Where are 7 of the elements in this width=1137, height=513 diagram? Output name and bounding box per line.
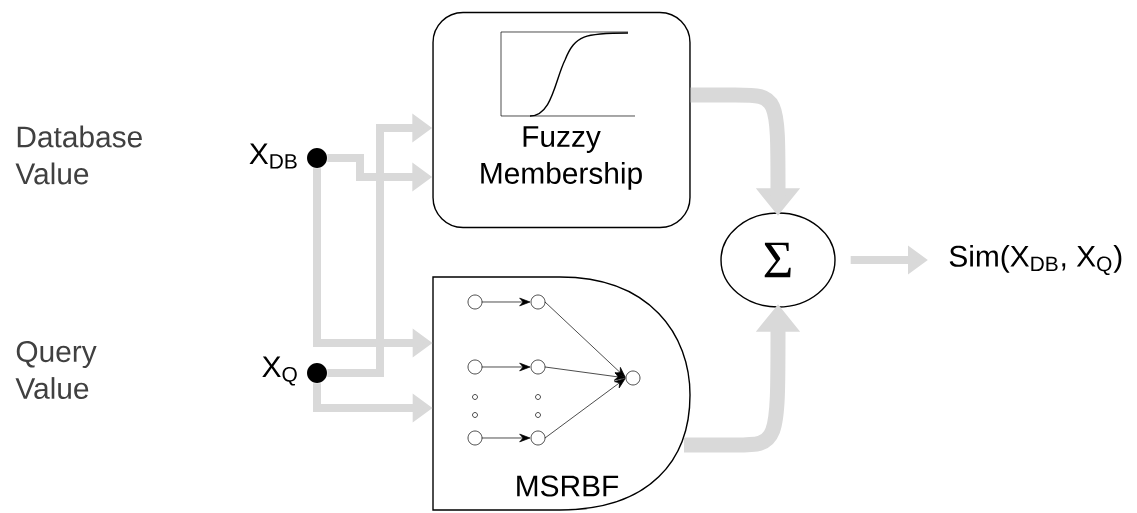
fuzzy-membership-box: Fuzzy Membership [432,11,691,229]
side-label: Query Value [15,340,97,400]
variable-label: X$_{Q}$ [262,356,297,386]
msrbf-block: MSRBF [432,276,691,511]
side-label: Database Value [15,125,142,185]
output-label: Sim(X$_{DB}$, X$_{Q}$) [949,244,1122,276]
variable-label: X$_{DB}$ [249,143,297,169]
